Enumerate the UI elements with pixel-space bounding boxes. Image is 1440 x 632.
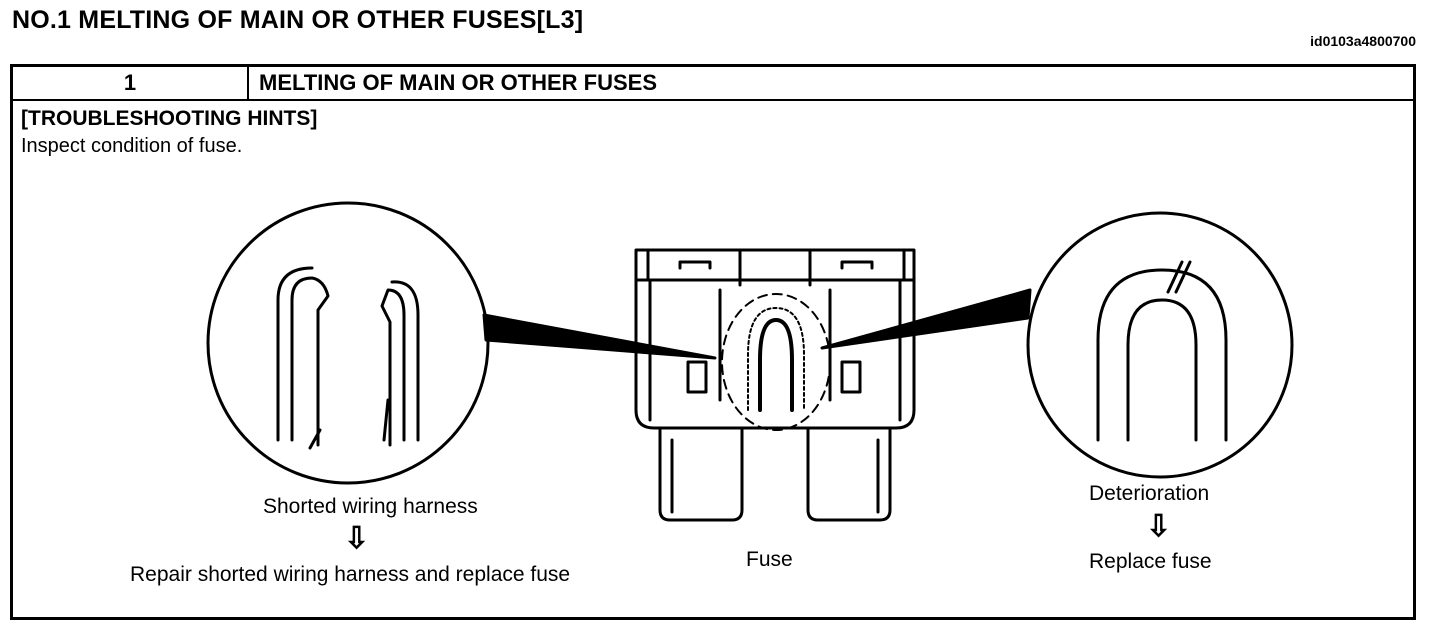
troubleshooting-panel: 1 MELTING OF MAIN OR OTHER FUSES [TROUBL…: [10, 64, 1416, 620]
right-zoom-circle: [1026, 211, 1294, 479]
right-cause-label: Deterioration: [1089, 482, 1210, 505]
step-number: 1: [13, 67, 249, 99]
left-leader: [482, 313, 717, 360]
fuse-label: Fuse: [746, 548, 793, 571]
hints-heading: [TROUBLESHOOTING HINTS]: [21, 107, 318, 130]
page-title: NO.1 MELTING OF MAIN OR OTHER FUSES[L3]: [12, 6, 584, 34]
fuse-blade-right: [806, 426, 892, 522]
right-action-label: Replace fuse: [1089, 550, 1212, 573]
right-down-arrow-icon: ⇩: [1146, 510, 1172, 543]
document-id: id0103a4800700: [1310, 33, 1416, 49]
panel-header: 1 MELTING OF MAIN OR OTHER FUSES: [13, 67, 1413, 101]
step-title: MELTING OF MAIN OR OTHER FUSES: [259, 70, 658, 95]
left-zoom-circle: [206, 201, 490, 485]
left-down-arrow-icon: ⇩: [344, 522, 370, 555]
left-action-label: Repair shorted wiring harness and replac…: [130, 563, 571, 586]
fuse-blade-left: [658, 426, 744, 522]
right-leader: [820, 288, 1032, 350]
left-cause-label: Shorted wiring harness: [263, 495, 478, 518]
fuse-body: [634, 278, 916, 430]
hints-text: Inspect condition of fuse.: [21, 135, 243, 157]
